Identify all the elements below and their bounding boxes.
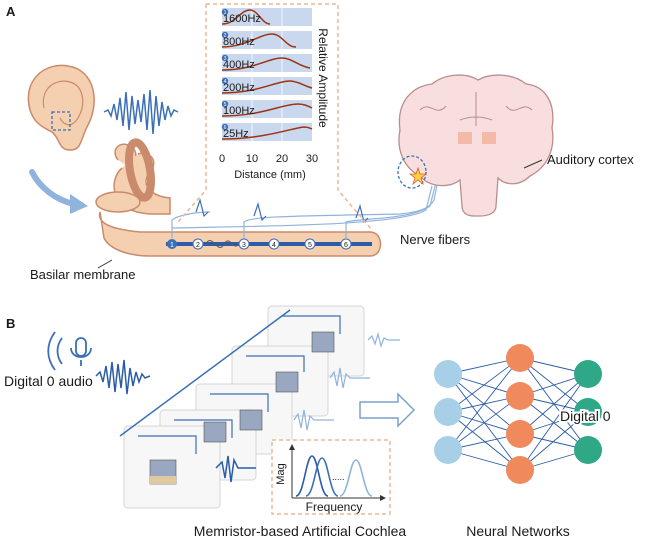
digital-output-label: Digital 0 xyxy=(560,408,611,424)
sound-wave-icon xyxy=(103,89,179,135)
frequency-label: 400Hz xyxy=(223,59,255,71)
electrode-number: 6 xyxy=(344,242,348,249)
nerve-fibers-label: Nerve fibers xyxy=(400,232,471,247)
cochlea-illustration xyxy=(95,138,382,257)
panel-b-tag: B xyxy=(6,316,15,331)
spectrum-dots: ..... xyxy=(332,472,345,482)
electrode-number: 2 xyxy=(196,242,200,249)
electrode-number: 5 xyxy=(308,242,312,249)
electrode-markers: 1 2 3 4 5 6 xyxy=(167,238,352,250)
x-tick-label: 20 xyxy=(276,153,288,165)
panel-a-tag: A xyxy=(6,4,16,19)
neural-networks-caption: Neural Networks xyxy=(466,523,569,539)
electrode-number: 3 xyxy=(242,242,246,249)
right-arrow-icon xyxy=(359,392,416,428)
brain-cross-section-icon xyxy=(397,74,554,217)
y-axis-label: Relative Amplitude xyxy=(316,28,330,128)
curved-arrow-icon xyxy=(29,169,88,214)
audio-waveform-icon xyxy=(95,359,151,395)
nerve-spike-lines xyxy=(171,179,439,238)
inset-dashed-frame xyxy=(177,3,373,231)
frequency-label: 1600Hz xyxy=(223,13,261,25)
frequency-label: 25Hz xyxy=(223,128,249,140)
frequency-label: 800Hz xyxy=(223,36,255,48)
cochlea-circuit-stack xyxy=(119,305,400,509)
row-number: 5 xyxy=(224,102,227,108)
basilar-membrane-label: Basilar membrane xyxy=(30,267,136,282)
outer-ear-icon xyxy=(27,64,95,151)
x-tick-label: 10 xyxy=(246,153,258,165)
electrode-number: 4 xyxy=(272,242,276,249)
electrode-number: 1 xyxy=(170,242,174,249)
x-tick-label: 30 xyxy=(306,153,318,165)
cochlea-caption: Memristor-based Artificial Cochlea xyxy=(194,523,407,539)
row-number: 4 xyxy=(224,79,227,85)
microphone-icon xyxy=(47,331,92,371)
row-number: 2 xyxy=(224,33,227,39)
spectrum-inset: ..... Mag Frequency xyxy=(271,439,391,515)
cortex-leader-line xyxy=(523,159,543,169)
row-number: 6 xyxy=(224,125,227,131)
neural-network-diagram xyxy=(434,344,602,484)
row-number: 3 xyxy=(224,56,227,62)
spectrum-x-label: Frequency xyxy=(306,500,363,514)
digital-audio-label: Digital 0 audio xyxy=(4,373,93,389)
frequency-label: 200Hz xyxy=(223,82,255,94)
x-axis-label: Distance (mm) xyxy=(234,169,306,181)
frequency-label: 100Hz xyxy=(223,105,255,117)
row-number: 1 xyxy=(224,10,227,16)
x-tick-label: 0 xyxy=(219,153,225,165)
frequency-response-inset: 1 1600Hz 2 800Hz 3 400Hz 4 200Hz 5 100Hz… xyxy=(219,8,330,181)
spectrum-y-label: Mag xyxy=(275,463,287,484)
auditory-cortex-label: Auditory cortex xyxy=(547,152,634,167)
membrane-leader-line xyxy=(97,259,113,269)
